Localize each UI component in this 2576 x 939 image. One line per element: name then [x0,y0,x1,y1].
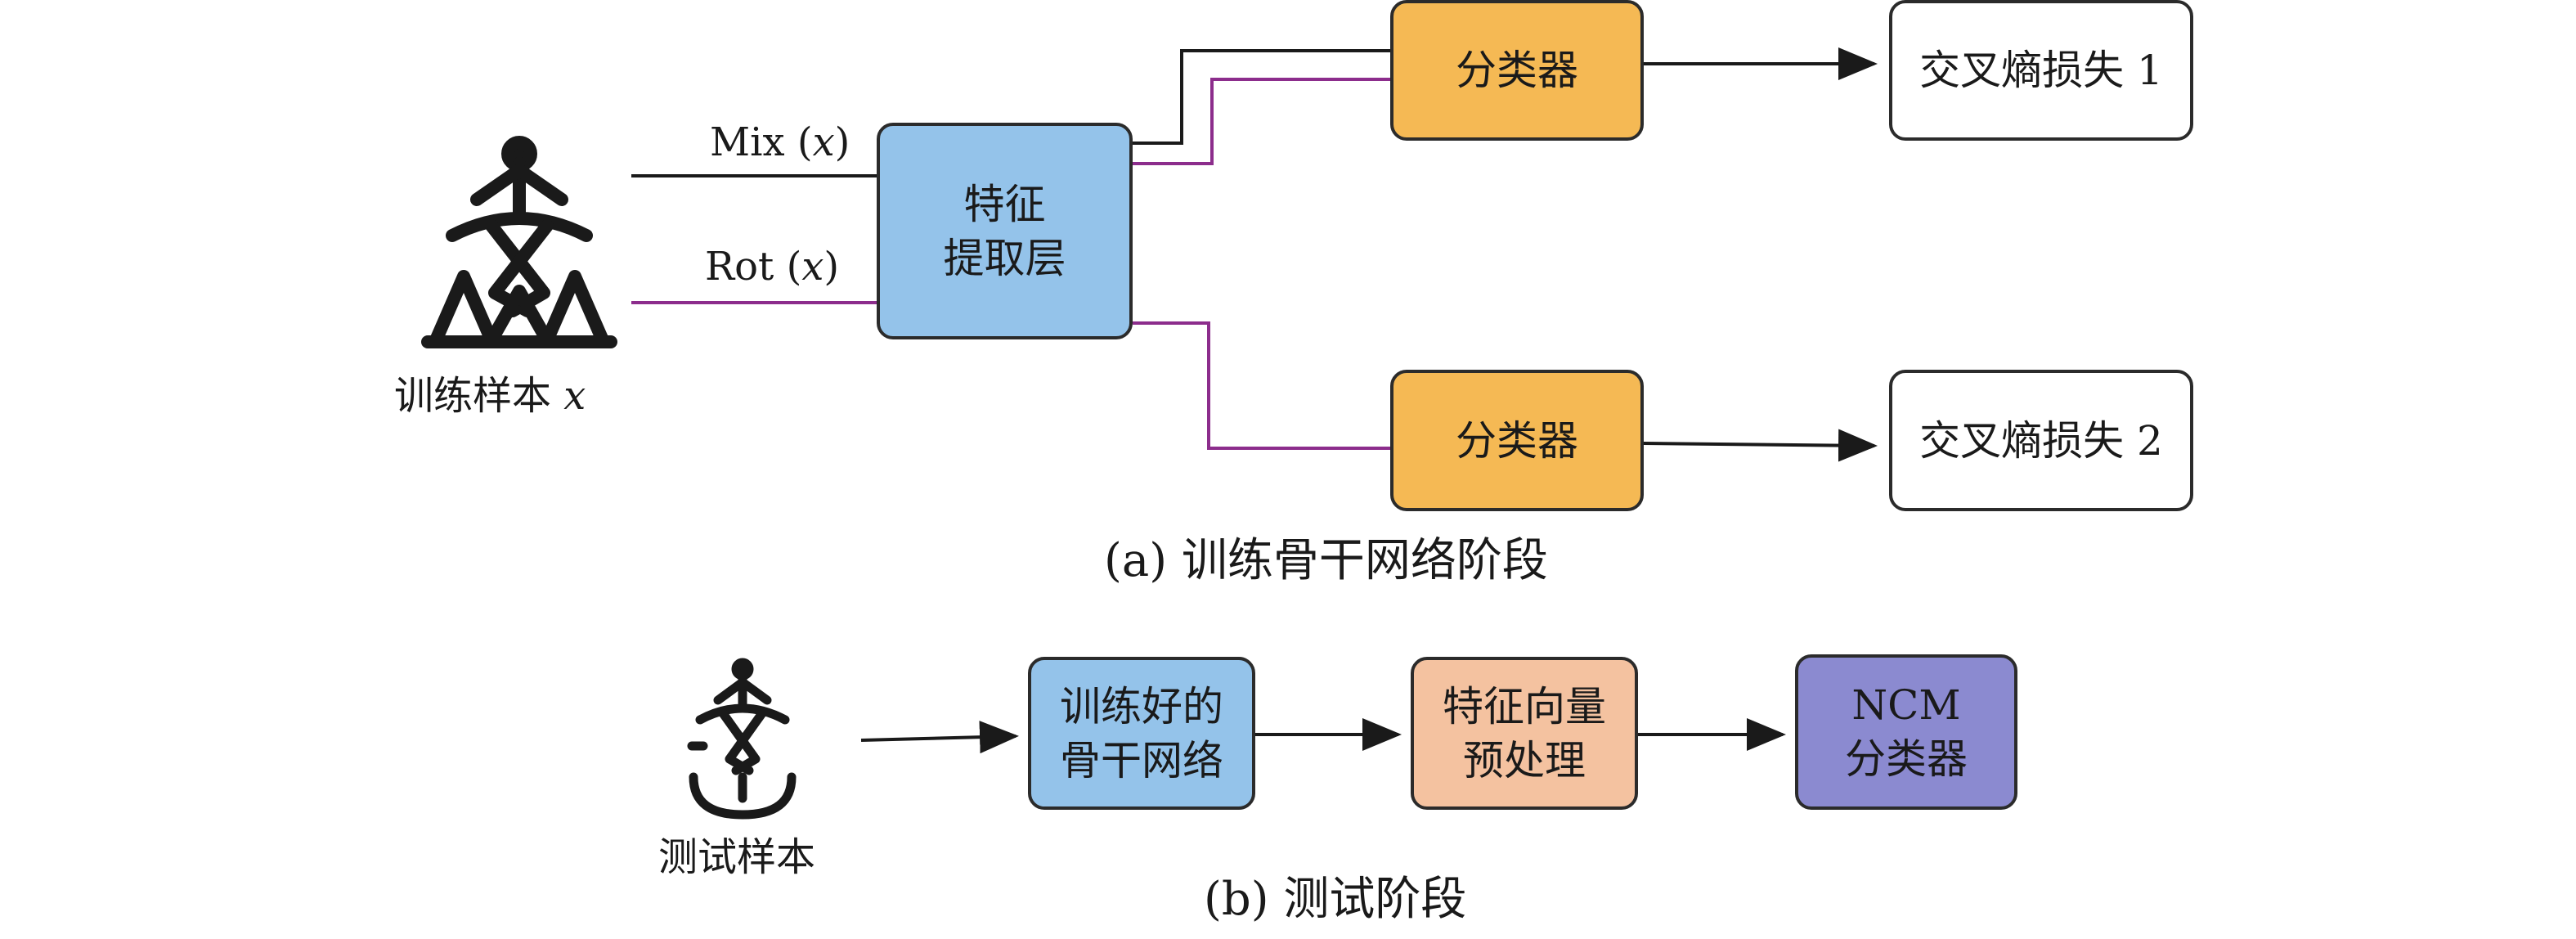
rot-label: Rot (x) [705,244,840,290]
feature-preprocess-line-2: 预处理 [1463,736,1586,784]
stage-a-caption: (a) 训练骨干网络阶段 [1104,534,1548,587]
classifier-1-label: 分类器 [1456,47,1578,94]
trained-backbone-line-2: 骨干网络 [1060,736,1223,784]
classifier-1-box: 分类器 [1390,0,1644,141]
training-sample-label: 训练样本 x [394,373,586,419]
ncm-classifier-line-2: 分类器 [1845,735,1968,783]
trained-backbone-line-1: 训练好的 [1060,682,1223,730]
test-sample-label: 测试样本 [658,834,816,880]
feature-extractor-line-1: 特征 [963,180,1046,228]
ncm-classifier-box: NCM 分类器 [1795,654,2017,810]
stage-b-caption: (b) 测试阶段 [1204,873,1467,926]
training-sample-image [421,136,617,348]
mix-to-classifier-1-line [1133,49,1390,145]
cross-entropy-loss-2-box: 交叉熵损失 2 [1889,370,2193,511]
feature-preprocess-box: 特征向量 预处理 [1411,657,1638,810]
test-sample-image [687,658,797,820]
feature-preprocess-line-1: 特征向量 [1443,682,1606,730]
rot-to-classifier-1-line [1133,78,1390,165]
classifier-2-label: 分类器 [1456,416,1578,465]
feature-extractor-box: 特征 提取层 [877,123,1133,339]
test-sample-to-backbone-arrow [860,721,1019,754]
classifier-2-to-loss-2-arrow [1643,429,1878,462]
cross-entropy-loss-1-label: 交叉熵损失 1 [1919,47,2163,94]
feature-extractor-line-2: 提取层 [943,234,1066,282]
rot-to-classifier-2-line [1133,321,1390,450]
classifier-2-box: 分类器 [1390,370,1644,511]
trained-backbone-box: 训练好的 骨干网络 [1028,657,1255,810]
cross-entropy-loss-2-label: 交叉熵损失 2 [1919,416,2163,465]
mix-label: Mix (x) [710,119,850,165]
cross-entropy-loss-1-box: 交叉熵损失 1 [1889,0,2193,141]
ncm-classifier-line-1: NCM [1851,681,1961,729]
